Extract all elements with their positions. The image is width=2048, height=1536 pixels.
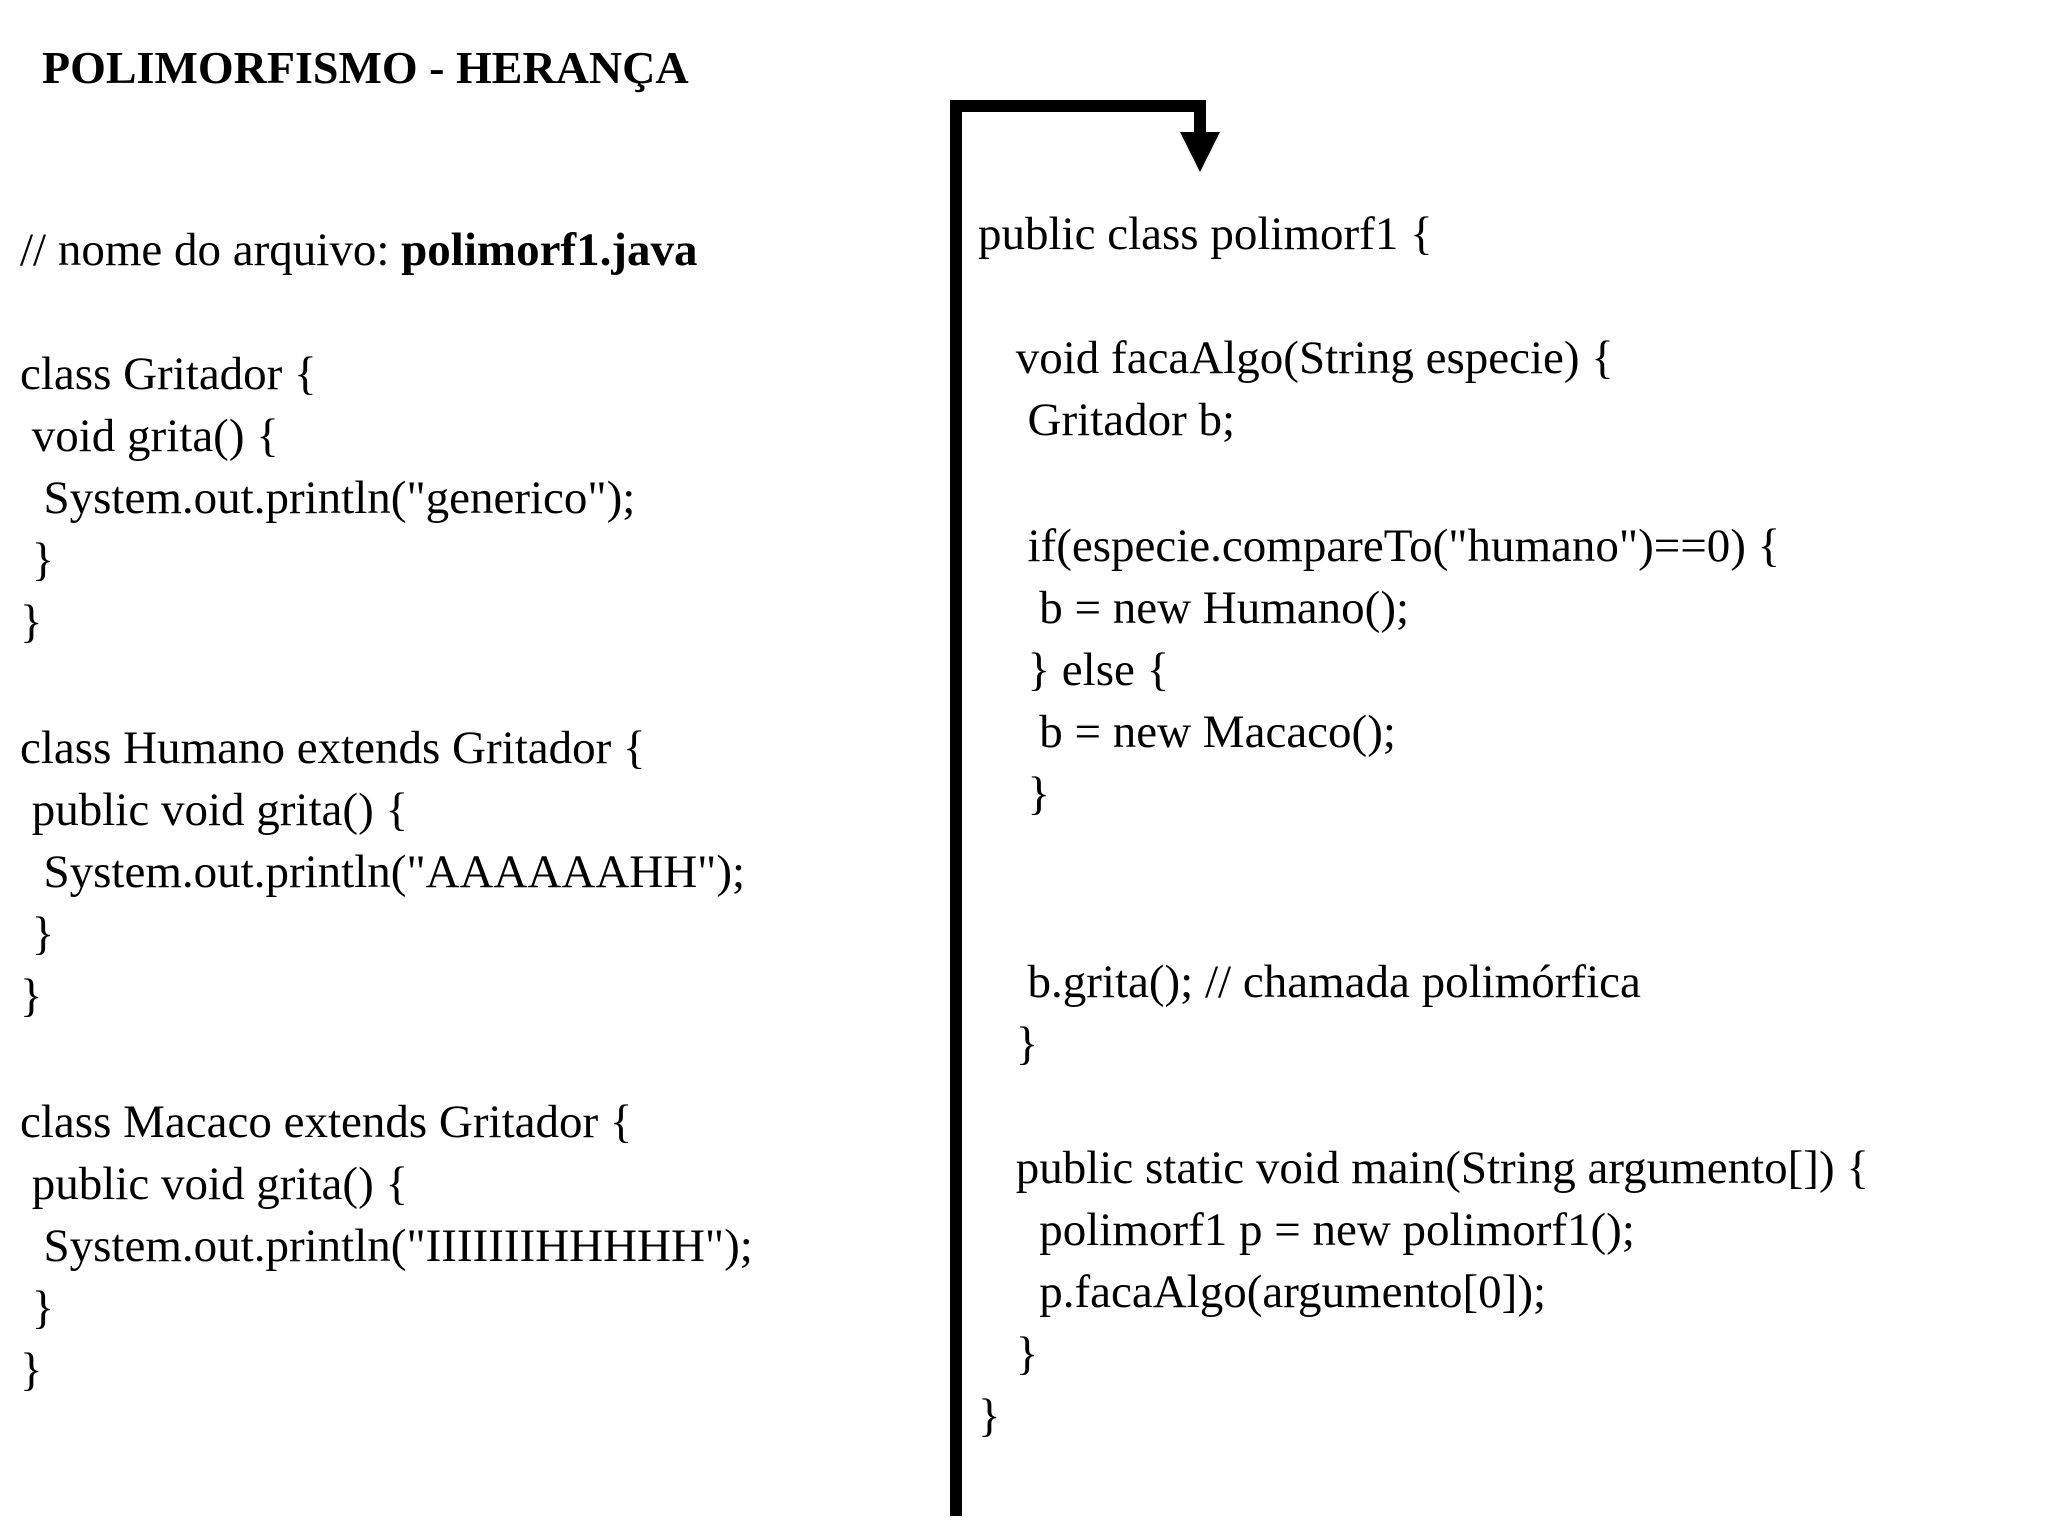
code-line-new-humano: b = new Humano(); [1004,582,1410,634]
code-line-facaalgo-close: } [1004,1018,1039,1070]
code-line-if-close: } [1004,768,1051,820]
filename-comment: // nome do arquivo: polimorf1.java [20,222,698,278]
code-line-new-polimorf1: polimorf1 p = new polimorf1(); [1004,1204,1635,1256]
filename-comment-prefix: // nome do arquivo: [20,224,402,276]
filename: polimorf1.java [401,224,698,276]
code-line-facaalgo-signature: void facaAlgo(String especie) { [1004,332,1614,384]
code-line-macaco-print: System.out.println("IIIIIIIHHHHH"); [20,1220,753,1272]
flow-arrow-line [950,100,1206,1516]
code-line-humano-class-close: } [20,970,43,1022]
code-line-macaco-method-close: } [20,1282,55,1334]
code-line-call-facaalgo: p.facaAlgo(argumento[0]); [1004,1266,1547,1318]
code-line-new-macaco: b = new Macaco(); [1004,706,1396,758]
code-line-humano-method: public void grita() { [20,784,409,836]
code-line-gritador-method: void grita() { [20,410,279,462]
code-line-main-close: } [1004,1328,1039,1380]
code-line-gritador-method-close: } [20,534,55,586]
code-line-class-close: } [978,1390,1001,1442]
code-line-declare-b: Gritador b; [1004,394,1236,446]
code-line-macaco-class: class Macaco extends Gritador { [20,1096,633,1148]
code-line-gritador-print: System.out.println("generico"); [20,472,636,524]
code-line-if-humano: if(especie.compareTo("humano")==0) { [1004,520,1781,572]
code-line-polymorphic-call: b.grita(); // chamada polimórfica [1004,956,1641,1008]
code-line-humano-class: class Humano extends Gritador { [20,722,646,774]
code-line-else: } else { [1004,644,1170,696]
code-line-macaco-class-close: } [20,1344,43,1396]
code-line-humano-print: System.out.println("AAAAAAHH"); [20,846,746,898]
page-title: POLIMORFISMO - HERANÇA [42,42,689,93]
code-line-humano-method-close: } [20,908,55,960]
code-line-gritador-class-close: } [20,596,43,648]
code-line-gritador-class: class Gritador { [20,348,317,400]
flow-arrow-head [1180,132,1220,172]
code-line-main-signature: public static void main(String argumento… [1004,1142,1869,1194]
code-line-public-class: public class polimorf1 { [978,208,1433,260]
code-line-macaco-method: public void grita() { [20,1158,409,1210]
